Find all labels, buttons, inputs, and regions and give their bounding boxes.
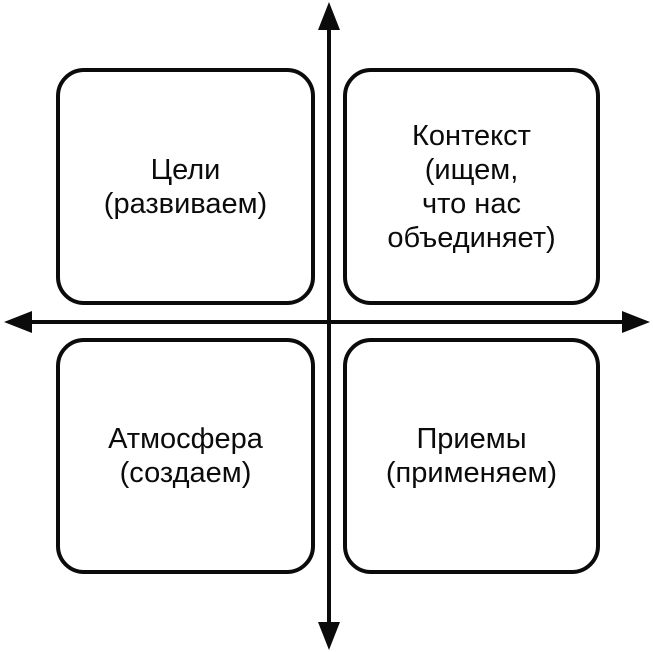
arrowhead-down-icon (318, 622, 340, 650)
quadrant-goals-title: Цели (150, 153, 221, 186)
arrowhead-up-icon (318, 2, 340, 30)
quadrant-techniques-subtitle: (применяем) (385, 457, 558, 489)
arrowhead-left-icon (4, 311, 32, 333)
quadrant-goals: Цели (развиваем) (56, 68, 315, 305)
quadrant-context-subtitle-line-1: (ищем, (424, 153, 519, 186)
quadrant-atmosphere-title: Атмосфера (108, 423, 263, 455)
quadrant-goals-subtitle: (развиваем) (103, 187, 268, 220)
quadrant-context-title: Контекст (412, 119, 531, 152)
quadrant-atmosphere: Атмосфера (создаем) (56, 338, 315, 574)
quadrant-context-subtitle-line-2: что нас (422, 187, 521, 220)
quadrant-context-subtitle-line-3: объединяет) (387, 221, 556, 254)
quadrant-context: Контекст (ищем, что нас объединяет) (343, 68, 600, 305)
quadrant-techniques-title: Приемы (416, 423, 527, 455)
quadrant-techniques: Приемы (применяем) (343, 338, 600, 574)
arrowhead-right-icon (622, 311, 650, 333)
quadrant-atmosphere-subtitle: (создаем) (119, 457, 252, 489)
